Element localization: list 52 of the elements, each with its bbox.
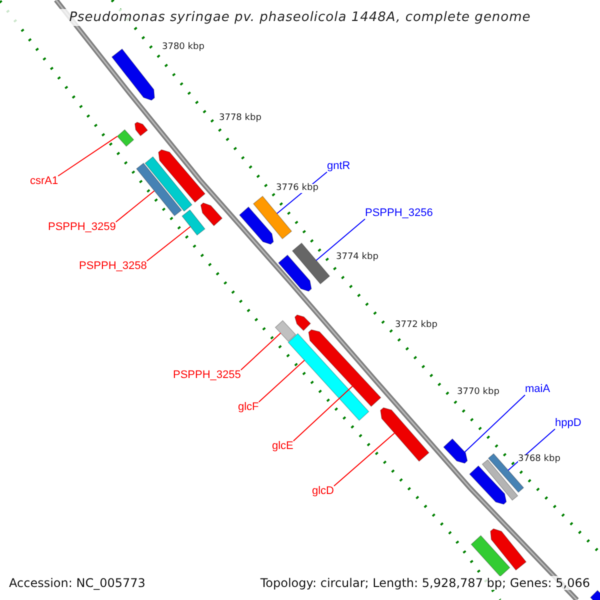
gene-label: csrA1 (30, 176, 58, 187)
gene-block (116, 129, 134, 147)
gene-block (308, 329, 382, 407)
footer-text: Topology: circular; Length: 5,928,787 bp; Genes: 5,066 (260, 576, 590, 590)
position-label: 3776 kbp (276, 184, 318, 193)
gene-block (380, 407, 430, 462)
leader-line (146, 226, 191, 262)
gene-block (590, 590, 600, 600)
leader-line (316, 218, 366, 261)
leader-line (258, 360, 305, 402)
gene-block (274, 320, 296, 342)
gene-label: PSPPH_3258 (79, 261, 147, 272)
leader-line (334, 432, 395, 486)
gene-block (469, 465, 507, 505)
position-label: 3778 kbp (219, 114, 262, 123)
gene-block (144, 156, 192, 212)
gene-label: glcD (312, 486, 334, 497)
gene-block (238, 206, 274, 245)
gene-label: glcF (238, 402, 259, 413)
gene-block (288, 333, 370, 421)
position-label: 3780 kbp (162, 43, 204, 52)
gene-block (482, 459, 518, 501)
position-label: 3772 kbp (395, 321, 438, 330)
leader-line (115, 190, 155, 222)
gene-block (136, 162, 182, 216)
gene-label: PSPPH_3259 (48, 222, 116, 233)
gene-block (158, 149, 206, 203)
leader-line (240, 332, 282, 370)
gene-block (252, 196, 292, 240)
leader-line (508, 428, 556, 471)
gene-label: glcE (272, 441, 294, 452)
gene-block (111, 48, 155, 101)
gene-block (443, 438, 468, 464)
leader-line (464, 394, 526, 452)
position-label: 3770 kbp (457, 388, 500, 397)
gene-block (278, 254, 312, 292)
gene-block (490, 528, 527, 571)
gene-label: PSPPH_3256 (365, 208, 433, 219)
gene-label: gntR (327, 161, 350, 172)
gene-block (292, 242, 330, 284)
leader-line (292, 386, 353, 442)
footer-text: Accession: NC_005773 (9, 576, 146, 590)
leader-line (58, 136, 118, 176)
position-label: 3774 kbp (336, 253, 378, 262)
gene-label: maiA (525, 384, 550, 395)
gene-block (134, 122, 148, 136)
gene-block (470, 535, 510, 577)
gene-block (200, 202, 223, 226)
gene-block (182, 209, 206, 236)
position-label: 3768 kbp (518, 455, 560, 464)
gene-label: hppD (555, 418, 582, 429)
gene-label: PSPPH_3255 (173, 370, 241, 381)
